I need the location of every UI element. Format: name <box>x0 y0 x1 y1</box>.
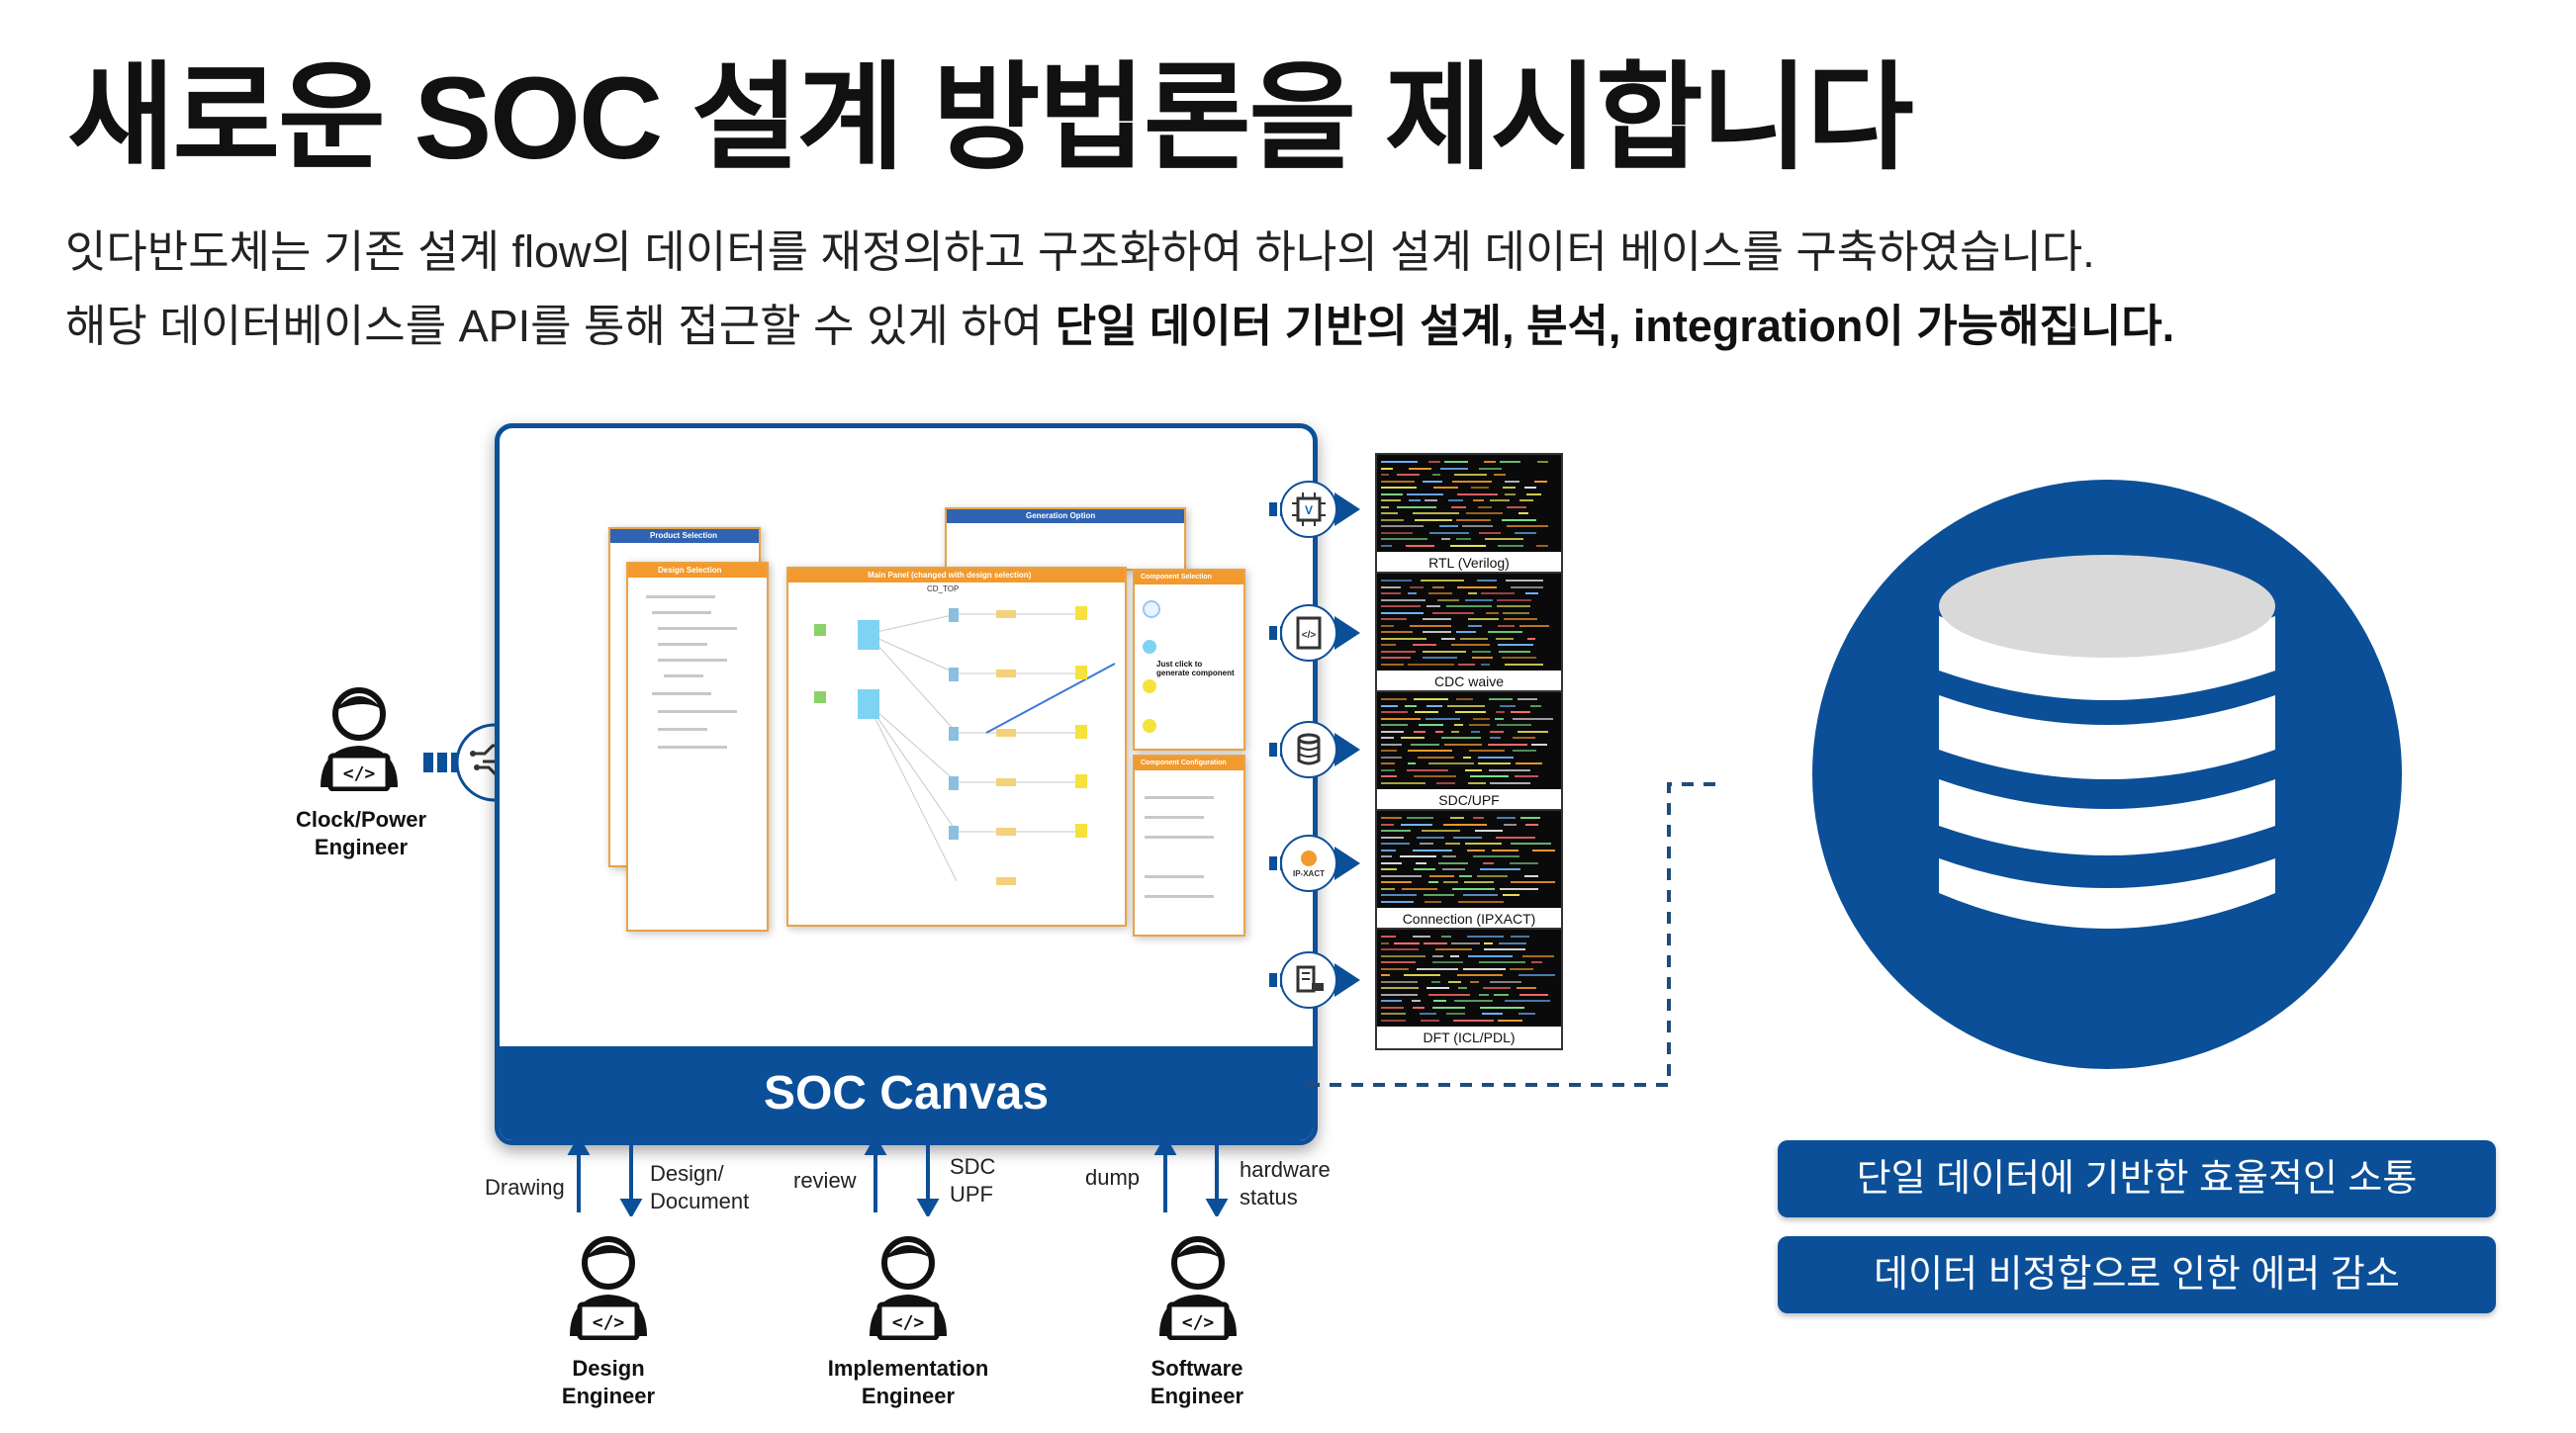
design-selection-title: Design Selection <box>658 566 722 575</box>
output-label-ipxact: Connection (IPXACT) <box>1402 911 1536 927</box>
database-connector <box>1308 782 1723 1087</box>
verilog-chip-icon: V <box>1280 481 1337 538</box>
benefit-pill-1: 단일 데이터에 기반한 효율적인 소통 <box>1778 1140 2496 1217</box>
design-selection-window: Design Selection <box>626 562 769 932</box>
product-selection-title: Product Selection <box>650 531 718 540</box>
description-line-2-normal: 해당 데이터베이스를 API를 통해 접근할 수 있게 하여 <box>65 301 1056 351</box>
main-panel-title: Main Panel (changed with design selectio… <box>868 571 1032 580</box>
svg-text:IP-XACT: IP-XACT <box>1293 869 1325 878</box>
soc-canvas-bar[interactable]: SOC Canvas <box>500 1046 1313 1140</box>
component-selection-window: Component Selection Just click to genera… <box>1133 569 1245 751</box>
output-box-rtl[interactable]: RTL (Verilog) <box>1375 453 1563 576</box>
software-engineer-label: Software Engineer <box>1150 1356 1244 1408</box>
description-line-1: 잇다반도체는 기존 설계 flow의 데이터를 재정의하고 구조화하여 하나의 … <box>65 226 2095 277</box>
output-label-dft: DFT (ICL/PDL) <box>1423 1030 1516 1045</box>
flow-label-sdc-upf: SDC UPF <box>950 1154 996 1207</box>
clock-engineer-label: Clock/Power Engineer <box>267 806 455 860</box>
flow-label-hardware-status: hardware status <box>1240 1157 1331 1209</box>
output-label-sdc: SDC/UPF <box>1438 792 1500 808</box>
output-box-dft[interactable]: DFT (ICL/PDL) <box>1375 928 1563 1050</box>
generation-option-window: Generation Option <box>945 507 1186 571</box>
implementation-engineer-label: Implementation Engineer <box>827 1356 989 1408</box>
soc-canvas-panel[interactable]: Product Selection Generation Option Desi… <box>495 423 1318 1145</box>
clock-engineer-icon: </> <box>321 687 398 791</box>
svg-text:V: V <box>1305 503 1313 517</box>
svg-text:</>: </> <box>343 763 376 784</box>
bottom-flow-arrows <box>567 1137 1229 1216</box>
svg-text:</>: </> <box>593 1312 625 1333</box>
canvas-screenshot: Product Selection Generation Option Desi… <box>608 507 1245 952</box>
component-configuration-window: Component Configuration <box>1133 755 1245 937</box>
page-title: 새로운 SOC 설계 방법론을 제시합니다 <box>67 53 1914 184</box>
flow-label-design-document: Design/ Document <box>650 1161 750 1213</box>
main-panel-window: Main Panel (changed with design selectio… <box>786 567 1127 927</box>
cd-top-label: CD_TOP <box>927 584 960 593</box>
output-label-rtl: RTL (Verilog) <box>1428 555 1510 571</box>
software-engineer-icon: </> <box>1159 1236 1237 1340</box>
svg-text:</>: </> <box>892 1312 925 1333</box>
svg-text:</>: </> <box>1182 1312 1215 1333</box>
database-stack-icon <box>1280 721 1337 778</box>
generation-option-title: Generation Option <box>1026 511 1096 520</box>
code-file-icon: </> <box>1280 604 1337 662</box>
component-selection-title: Component Selection <box>1141 574 1212 581</box>
flow-label-drawing: Drawing <box>485 1175 565 1200</box>
component-configuration-title: Component Configuration <box>1141 760 1227 766</box>
design-engineer-label: Design Engineer <box>561 1356 656 1408</box>
ipxact-icon: IP-XACT <box>1280 835 1337 892</box>
design-engineer-icon: </> <box>570 1236 647 1340</box>
implementation-engineer-icon: </> <box>870 1236 947 1340</box>
benefit-pill-2: 데이터 비정합으로 인한 에러 감소 <box>1778 1236 2496 1313</box>
output-label-cdc: CDC waive <box>1433 673 1504 689</box>
clock-engineer-text: Clock/Power Engineer <box>295 807 427 859</box>
flow-label-dump: dump <box>1085 1165 1141 1190</box>
svg-text:</>: </> <box>1302 630 1317 641</box>
flow-label-review: review <box>793 1168 857 1193</box>
dft-board-icon <box>1280 951 1337 1009</box>
database-icon <box>1812 480 2402 1069</box>
component-hint: Just click to generate component <box>1156 660 1235 677</box>
output-box-cdc[interactable]: CDC waive <box>1375 572 1563 694</box>
description-line-2: 해당 데이터베이스를 API를 통해 접근할 수 있게 하여 단일 데이터 기반… <box>65 300 2174 353</box>
output-box-ipxact[interactable]: Connection (IPXACT) <box>1375 809 1563 932</box>
description-line-2-bold: 단일 데이터 기반의 설계, 분석, integration이 가능해집니다. <box>1055 301 2175 351</box>
